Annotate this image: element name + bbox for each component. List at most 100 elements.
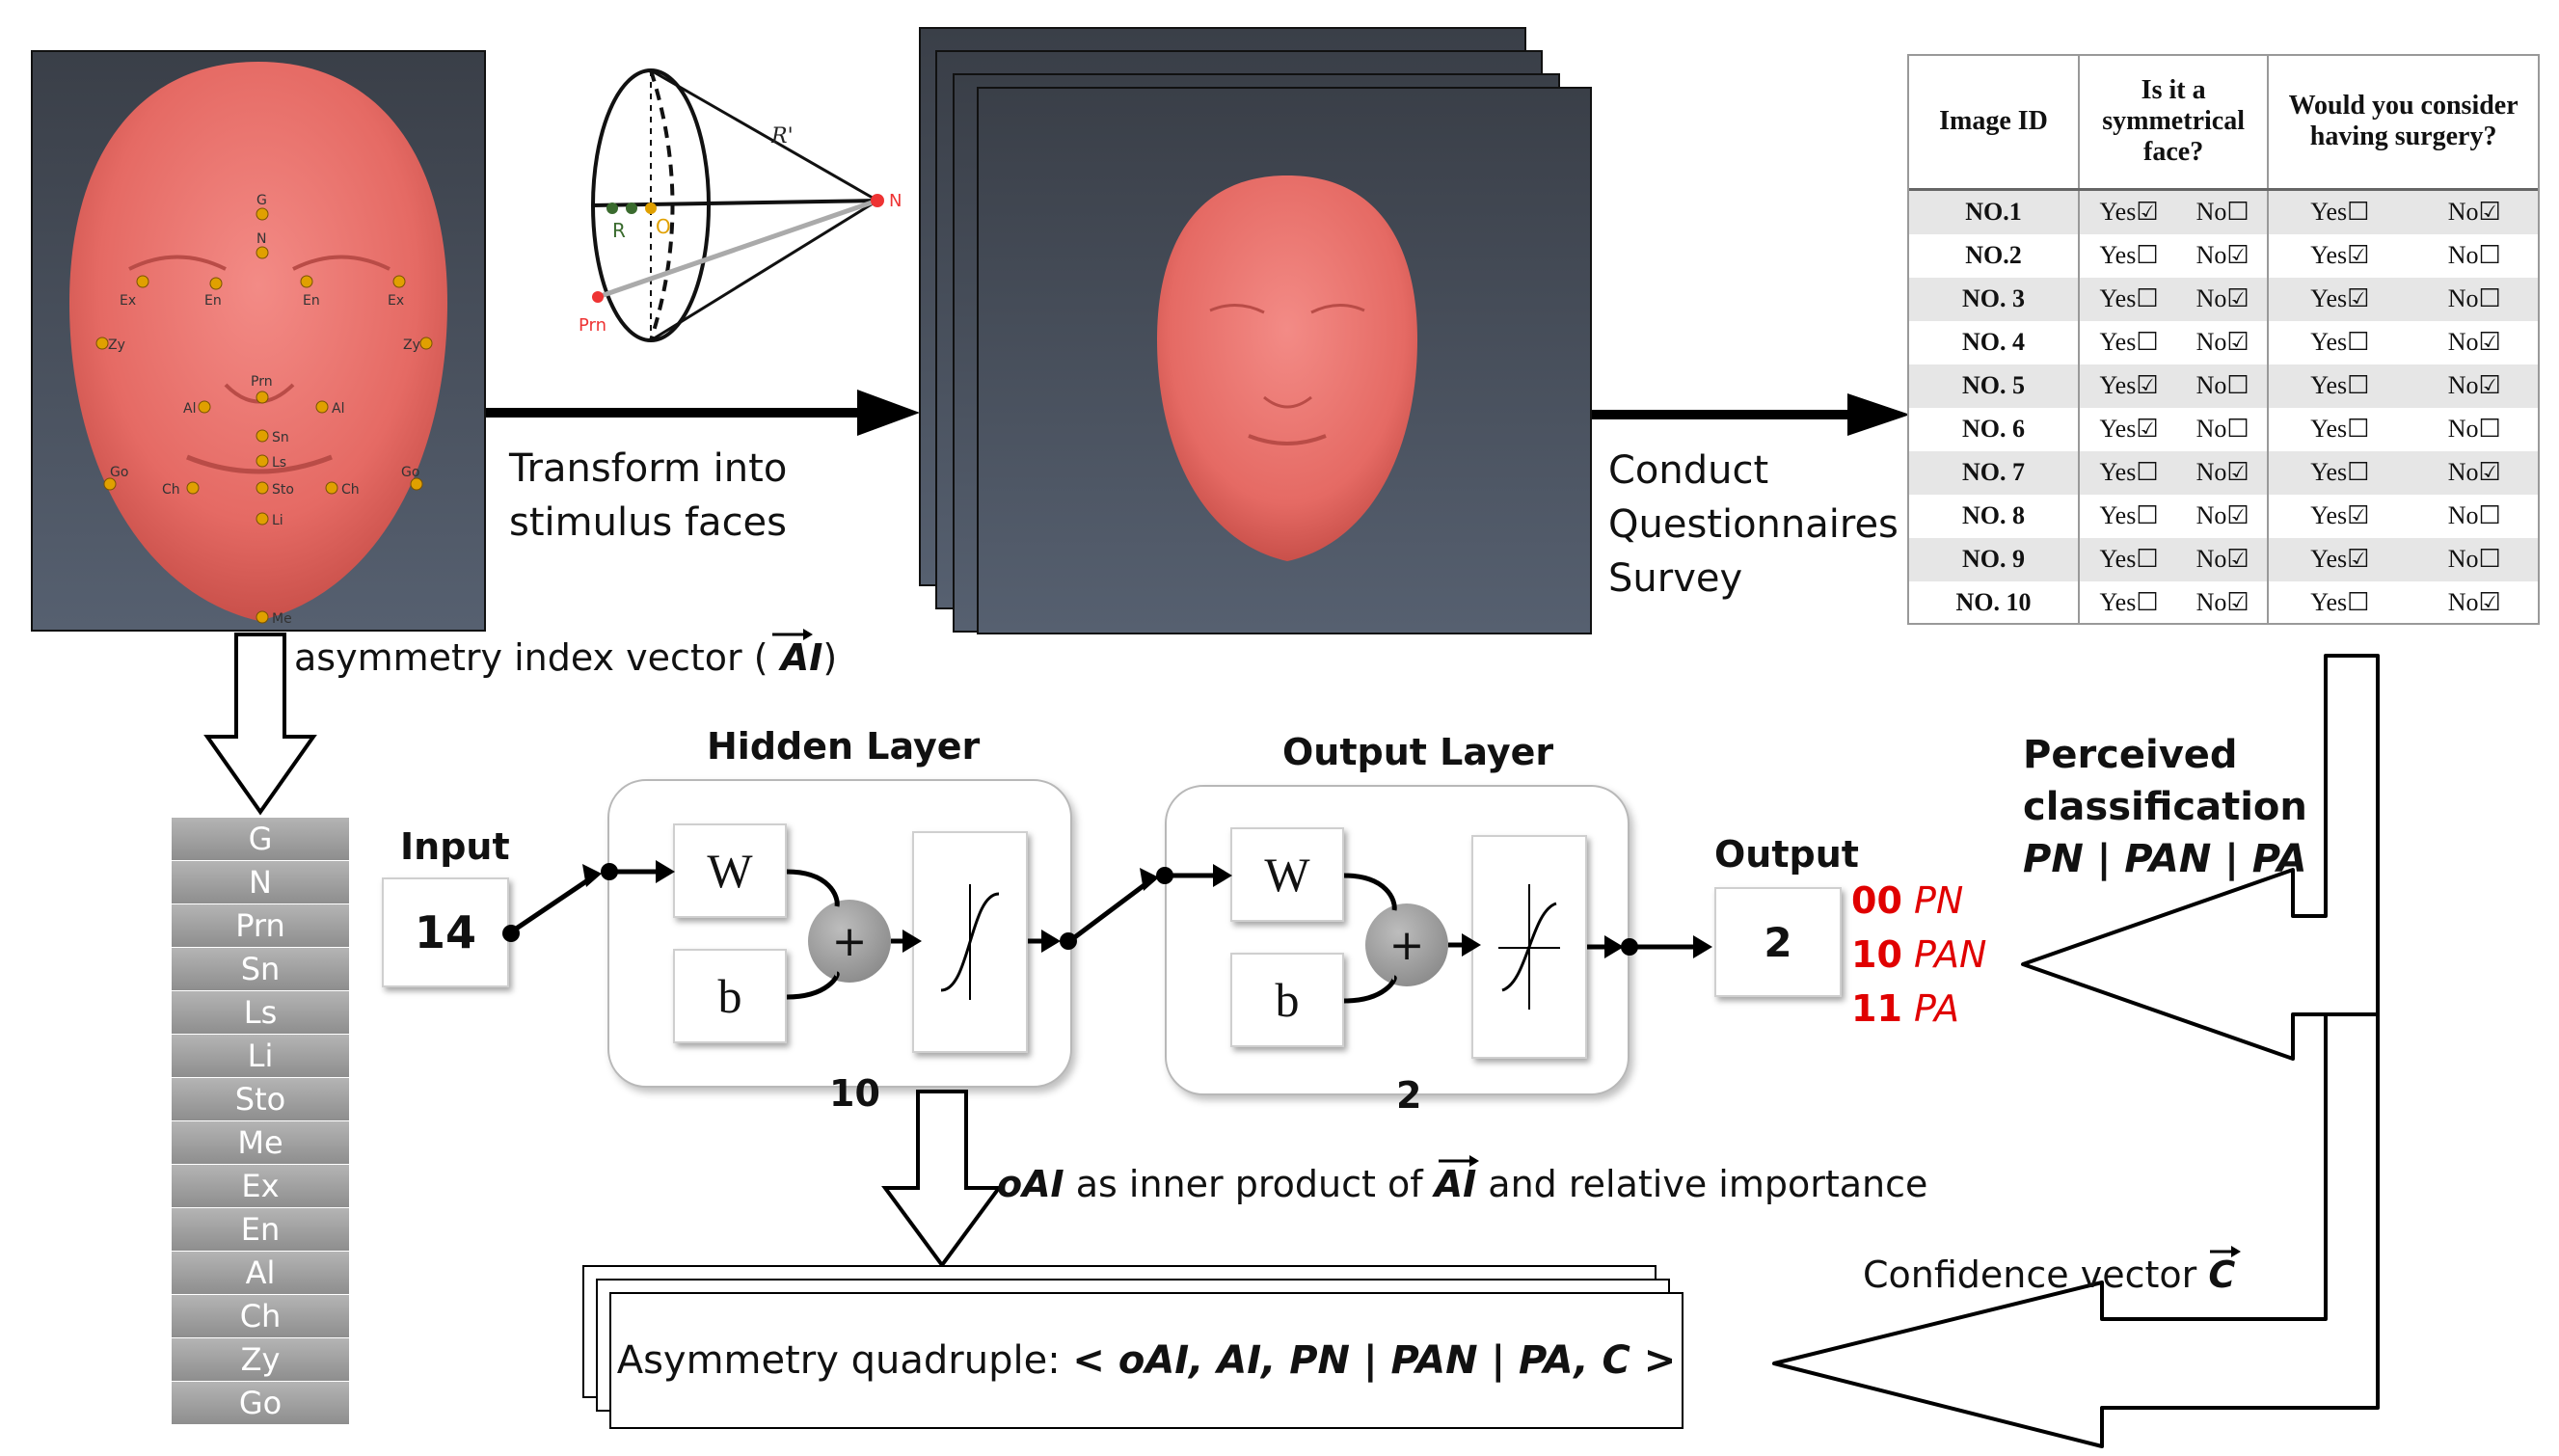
- perceived-classification-label: Perceived classification PN | PAN | PA: [2023, 729, 2307, 885]
- sigmoid-icon: [940, 884, 1000, 1000]
- survey-label-line3: Survey: [1608, 556, 1743, 601]
- answer-cell: Yes☑: [2310, 501, 2370, 529]
- answer-cell: No☐: [2447, 501, 2501, 529]
- image-id-cell: NO. 10: [1909, 580, 2080, 625]
- hidden-layer-label: Hidden Layer: [707, 725, 981, 768]
- stimulus-face-image: [1157, 175, 1417, 561]
- confidence-vector-label: Confidence vector C: [1863, 1246, 2242, 1296]
- answer-cell: Yes☐: [2099, 328, 2159, 356]
- perceived-line3: PN | PAN | PA: [2023, 837, 2307, 881]
- landmark-label: Prn: [251, 374, 273, 390]
- oai-label: oAI as inner product of AI and relative …: [997, 1155, 1927, 1205]
- survey-label-line1: Conduct: [1608, 448, 1769, 493]
- stimulus-card-front: [977, 87, 1592, 634]
- output-layer-size: 2: [1396, 1074, 1422, 1117]
- answer-cell: No☐: [2178, 407, 2270, 451]
- landmark-stack-item: Zy: [172, 1338, 349, 1381]
- output-code-pn: 00 PN: [1851, 879, 1964, 922]
- cone-label-prn: Prn: [579, 315, 606, 336]
- answer-cell: Yes☑: [2079, 364, 2179, 408]
- cone-label-r: R: [612, 219, 626, 242]
- landmark-label: En: [204, 293, 222, 309]
- output-b-box: b: [1230, 953, 1344, 1047]
- landmark-stack-item: Ls: [172, 991, 349, 1034]
- image-id-cell: NO. 7: [1909, 450, 2080, 495]
- hidden-sum-node: +: [808, 900, 891, 983]
- landmark-label: Me: [272, 611, 292, 627]
- answer-cell: No☑: [2178, 320, 2270, 364]
- landmark-label: Go: [401, 465, 419, 480]
- output-size-box: 2: [1714, 887, 1842, 997]
- output-b-label: b: [1275, 973, 1300, 1027]
- answer-cell: No☑: [2178, 580, 2270, 625]
- perceived-line1: Perceived: [2023, 733, 2238, 777]
- answer-cell: Yes☐: [2268, 364, 2411, 408]
- quadruple-body: < oAI, AI, PN | PAN | PA, C >: [1072, 1338, 1677, 1383]
- header-surgery: Would you consider having surgery?: [2268, 56, 2538, 191]
- answer-cell: No☐: [2447, 415, 2501, 443]
- landmark-stack-item: Prn: [172, 904, 349, 947]
- output-w-box: W: [1230, 827, 1344, 922]
- answer-cell: Yes☐: [2268, 189, 2411, 234]
- face-with-landmarks-image: G N Ex En En Ex Zy Zy Prn Al Al Sn Ls Go…: [69, 62, 447, 627]
- answer-cell: No☑: [2411, 364, 2538, 408]
- answer-cell: No☐: [2411, 277, 2538, 321]
- landmark-label: Sn: [272, 430, 289, 445]
- landmark-label: Ls: [272, 455, 286, 471]
- answer-cell: No☑: [2447, 328, 2501, 356]
- cone-geometry-diagram: R' R O N Prn: [579, 68, 902, 342]
- answer-cell: No☑: [2411, 189, 2538, 234]
- landmark-label: Ex: [388, 293, 404, 309]
- answer-cell: Yes☐: [2099, 241, 2159, 269]
- quadruple-prefix: Asymmetry quadruple:: [616, 1338, 1073, 1383]
- cone-label-r-prime: R': [770, 124, 794, 148]
- transform-label-line1: Transform into: [509, 446, 788, 491]
- cone-label-o: O: [656, 215, 671, 238]
- landmark-label: Al: [183, 401, 196, 417]
- answer-cell: No☑: [2178, 450, 2270, 495]
- output-layer-label: Output Layer: [1282, 731, 1554, 773]
- landmark-stack-item: Ch: [172, 1295, 349, 1337]
- image-id-cell: NO.1: [1909, 189, 2080, 234]
- landmark-stack-item: Ex: [172, 1165, 349, 1207]
- output-size-value: 2: [1764, 918, 1792, 966]
- plus-icon: +: [831, 916, 868, 966]
- answer-cell: Yes☑: [2310, 241, 2370, 269]
- hidden-b-box: b: [673, 949, 787, 1043]
- answer-cell: Yes☐: [2268, 450, 2411, 495]
- answer-cell: No☐: [2447, 241, 2501, 269]
- linear-activation-icon: [1498, 884, 1560, 1010]
- output-sum-node: +: [1365, 903, 1448, 986]
- answer-cell: Yes☐: [2079, 277, 2179, 321]
- landmark-label: Ch: [341, 482, 360, 498]
- image-id-cell: NO. 4: [1909, 320, 2080, 364]
- landmark-label: Ex: [120, 293, 136, 309]
- landmark-label: Zy: [108, 337, 125, 353]
- landmark-label: Li: [272, 513, 283, 528]
- hollow-arrow-down-ai: [203, 633, 317, 816]
- answer-cell: Yes☑: [2268, 537, 2411, 581]
- output-w-label: W: [1264, 848, 1310, 902]
- landmark-label: Go: [110, 465, 128, 480]
- landmark-stack-item: G: [172, 818, 349, 860]
- input-label: Input: [400, 825, 510, 868]
- quadruple-card-front: Asymmetry quadruple: < oAI, AI, PN | PAN…: [609, 1292, 1684, 1429]
- answer-cell: No☑: [2447, 588, 2501, 616]
- transform-label-line2: stimulus faces: [509, 500, 788, 545]
- landmark-stack-item: N: [172, 861, 349, 903]
- answer-cell: No☐: [2178, 189, 2270, 234]
- questionnaire-table: Image ID Is it a symmetrical face? Would…: [1909, 56, 2538, 625]
- plus-icon: +: [1388, 920, 1425, 970]
- answer-cell: No☑: [2178, 233, 2270, 278]
- answer-cell: No☐: [2178, 364, 2270, 408]
- landmark-stack-item: Li: [172, 1035, 349, 1077]
- answer-cell: No☑: [2411, 450, 2538, 495]
- hollow-arrow-down-oai: [881, 1090, 1003, 1269]
